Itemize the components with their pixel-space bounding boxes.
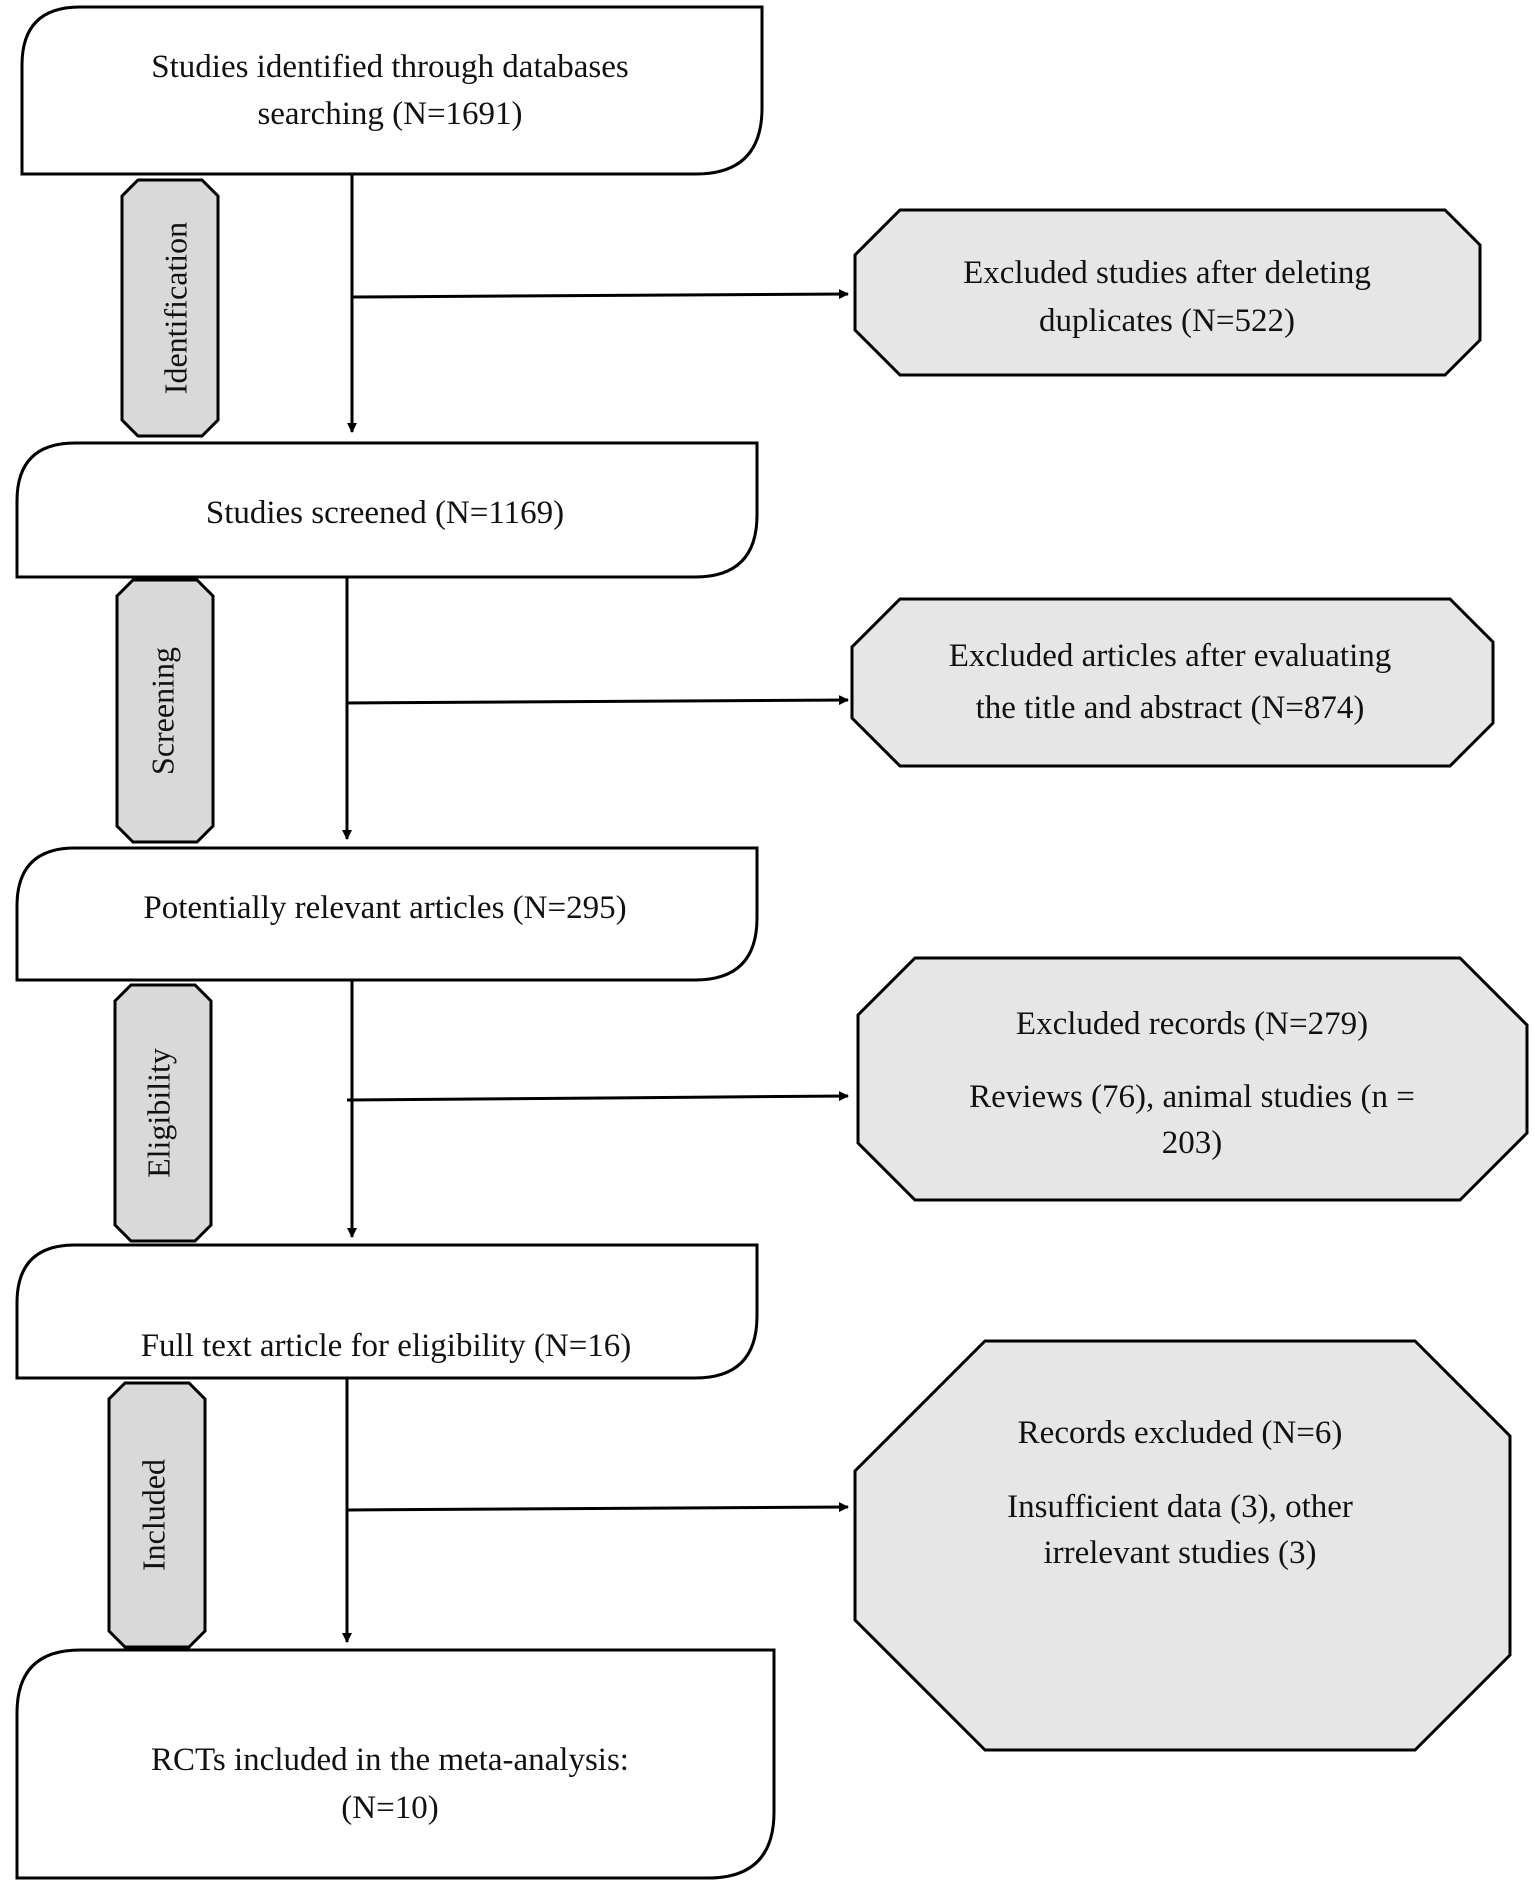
included-line1: RCTs included in the meta-analysis:: [151, 1742, 629, 1778]
records-excluded-line2: Insufficient data (3), other: [1007, 1489, 1353, 1525]
records-excluded-line1: Records excluded (N=6): [1018, 1415, 1343, 1451]
box-fulltext: Full text article for eligibility (N=16): [15, 1243, 759, 1380]
included-line2: (N=10): [341, 1790, 438, 1826]
box-relevant: Potentially relevant articles (N=295): [15, 846, 759, 982]
identified-line1: Studies identified through databases: [151, 49, 629, 85]
stage-label-included: Included: [135, 1459, 171, 1571]
arrow-to-records-excluded: [346, 1502, 849, 1513]
arrow-to-title-abstract: [346, 695, 849, 706]
box-screened: Studies screened (N=1169): [15, 441, 759, 579]
arrow-to-duplicates: [351, 289, 849, 300]
records-line1: Excluded records (N=279): [1016, 1006, 1368, 1042]
identified-line2: searching (N=1691): [257, 96, 522, 132]
box-excluded-title-abstract: Excluded articles after evaluating the t…: [850, 597, 1495, 768]
stage-identification: Identification: [120, 178, 220, 438]
duplicates-line2: duplicates (N=522): [1039, 303, 1295, 339]
title-abstract-line1: Excluded articles after evaluating: [949, 638, 1392, 674]
arrow-to-records: [346, 1091, 849, 1102]
box-excluded-records: Excluded records (N=279) Reviews (76), a…: [856, 956, 1529, 1202]
records-line2: Reviews (76), animal studies (n =: [969, 1079, 1415, 1115]
stage-eligibility: Eligibility: [113, 983, 213, 1243]
duplicates-line1: Excluded studies after deleting: [963, 255, 1371, 291]
screened-line1: Studies screened (N=1169): [206, 495, 564, 531]
records-line3: 203): [1162, 1125, 1223, 1161]
stage-included: Included: [107, 1381, 207, 1649]
horizontal-connectors: [346, 289, 849, 1513]
stage-label-screening: Screening: [144, 647, 180, 775]
stage-label-eligibility: Eligibility: [140, 1048, 176, 1178]
box-excluded-duplicates: Excluded studies after deleting duplicat…: [853, 208, 1482, 377]
relevant-line1: Potentially relevant articles (N=295): [143, 890, 626, 926]
box-identified: Studies identified through databases sea…: [20, 5, 764, 176]
box-included: RCTs included in the meta-analysis: (N=1…: [15, 1648, 776, 1880]
box-records-excluded: Records excluded (N=6) Insufficient data…: [853, 1339, 1512, 1752]
fulltext-line1: Full text article for eligibility (N=16): [141, 1328, 632, 1364]
title-abstract-line2: the title and abstract (N=874): [976, 690, 1365, 726]
stage-screening: Screening: [115, 578, 215, 844]
stage-label-identification: Identification: [157, 222, 193, 394]
records-excluded-line3: irrelevant studies (3): [1043, 1535, 1316, 1571]
